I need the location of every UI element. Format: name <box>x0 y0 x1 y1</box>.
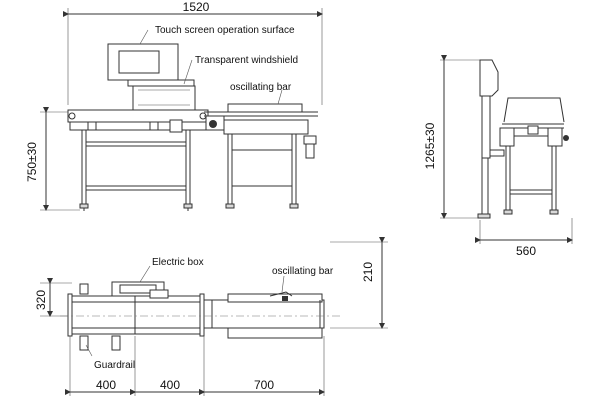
front-reject-section <box>204 103 318 209</box>
side-depth-label: 560 <box>516 244 536 258</box>
top-offset-dimension: 210 <box>330 237 388 329</box>
windshield-hood <box>132 85 196 111</box>
front-base-frame <box>79 130 193 211</box>
touch-screen-control-box <box>107 43 195 94</box>
top-reject-section <box>203 291 325 339</box>
oscillating-bar-top-callout: oscillating bar <box>272 266 334 277</box>
top-seg-2-label: 400 <box>160 378 180 392</box>
top-conveyors <box>67 283 205 351</box>
side-view: 1265±30 <box>423 55 573 258</box>
top-length-dimensions: 400 400 700 <box>65 336 325 396</box>
front-width-dimension: 1520 <box>63 0 323 105</box>
top-view: 320 210 <box>34 237 388 396</box>
top-depth-label: 320 <box>34 290 48 310</box>
front-view: 1520 750±30 <box>25 0 323 211</box>
side-height-label: 1265±30 <box>423 122 437 169</box>
top-seg-3-label: 700 <box>254 378 274 392</box>
top-electric-box <box>111 281 169 299</box>
side-frame <box>499 97 569 215</box>
touch-screen-callout: Touch screen operation surface <box>155 25 295 36</box>
electric-box-callout: Electric box <box>152 257 204 268</box>
top-offset-label: 210 <box>361 262 375 282</box>
top-seg-1-label: 400 <box>96 378 116 392</box>
front-height-label: 750±30 <box>25 142 39 182</box>
side-control-tower <box>477 59 505 219</box>
side-depth-dimension: 560 <box>475 218 573 258</box>
front-conveyor <box>67 109 209 133</box>
oscillating-bar-front-callout: oscillating bar <box>230 82 292 93</box>
top-depth-dimension: 320 <box>34 278 72 317</box>
front-width-label: 1520 <box>183 0 210 14</box>
side-height-dimension: 1265±30 <box>423 55 480 219</box>
guardrail-callout: Guardrail <box>94 360 135 371</box>
front-height-dimension: 750±30 <box>25 107 80 211</box>
windshield-callout: Transparent windshield <box>195 55 298 66</box>
